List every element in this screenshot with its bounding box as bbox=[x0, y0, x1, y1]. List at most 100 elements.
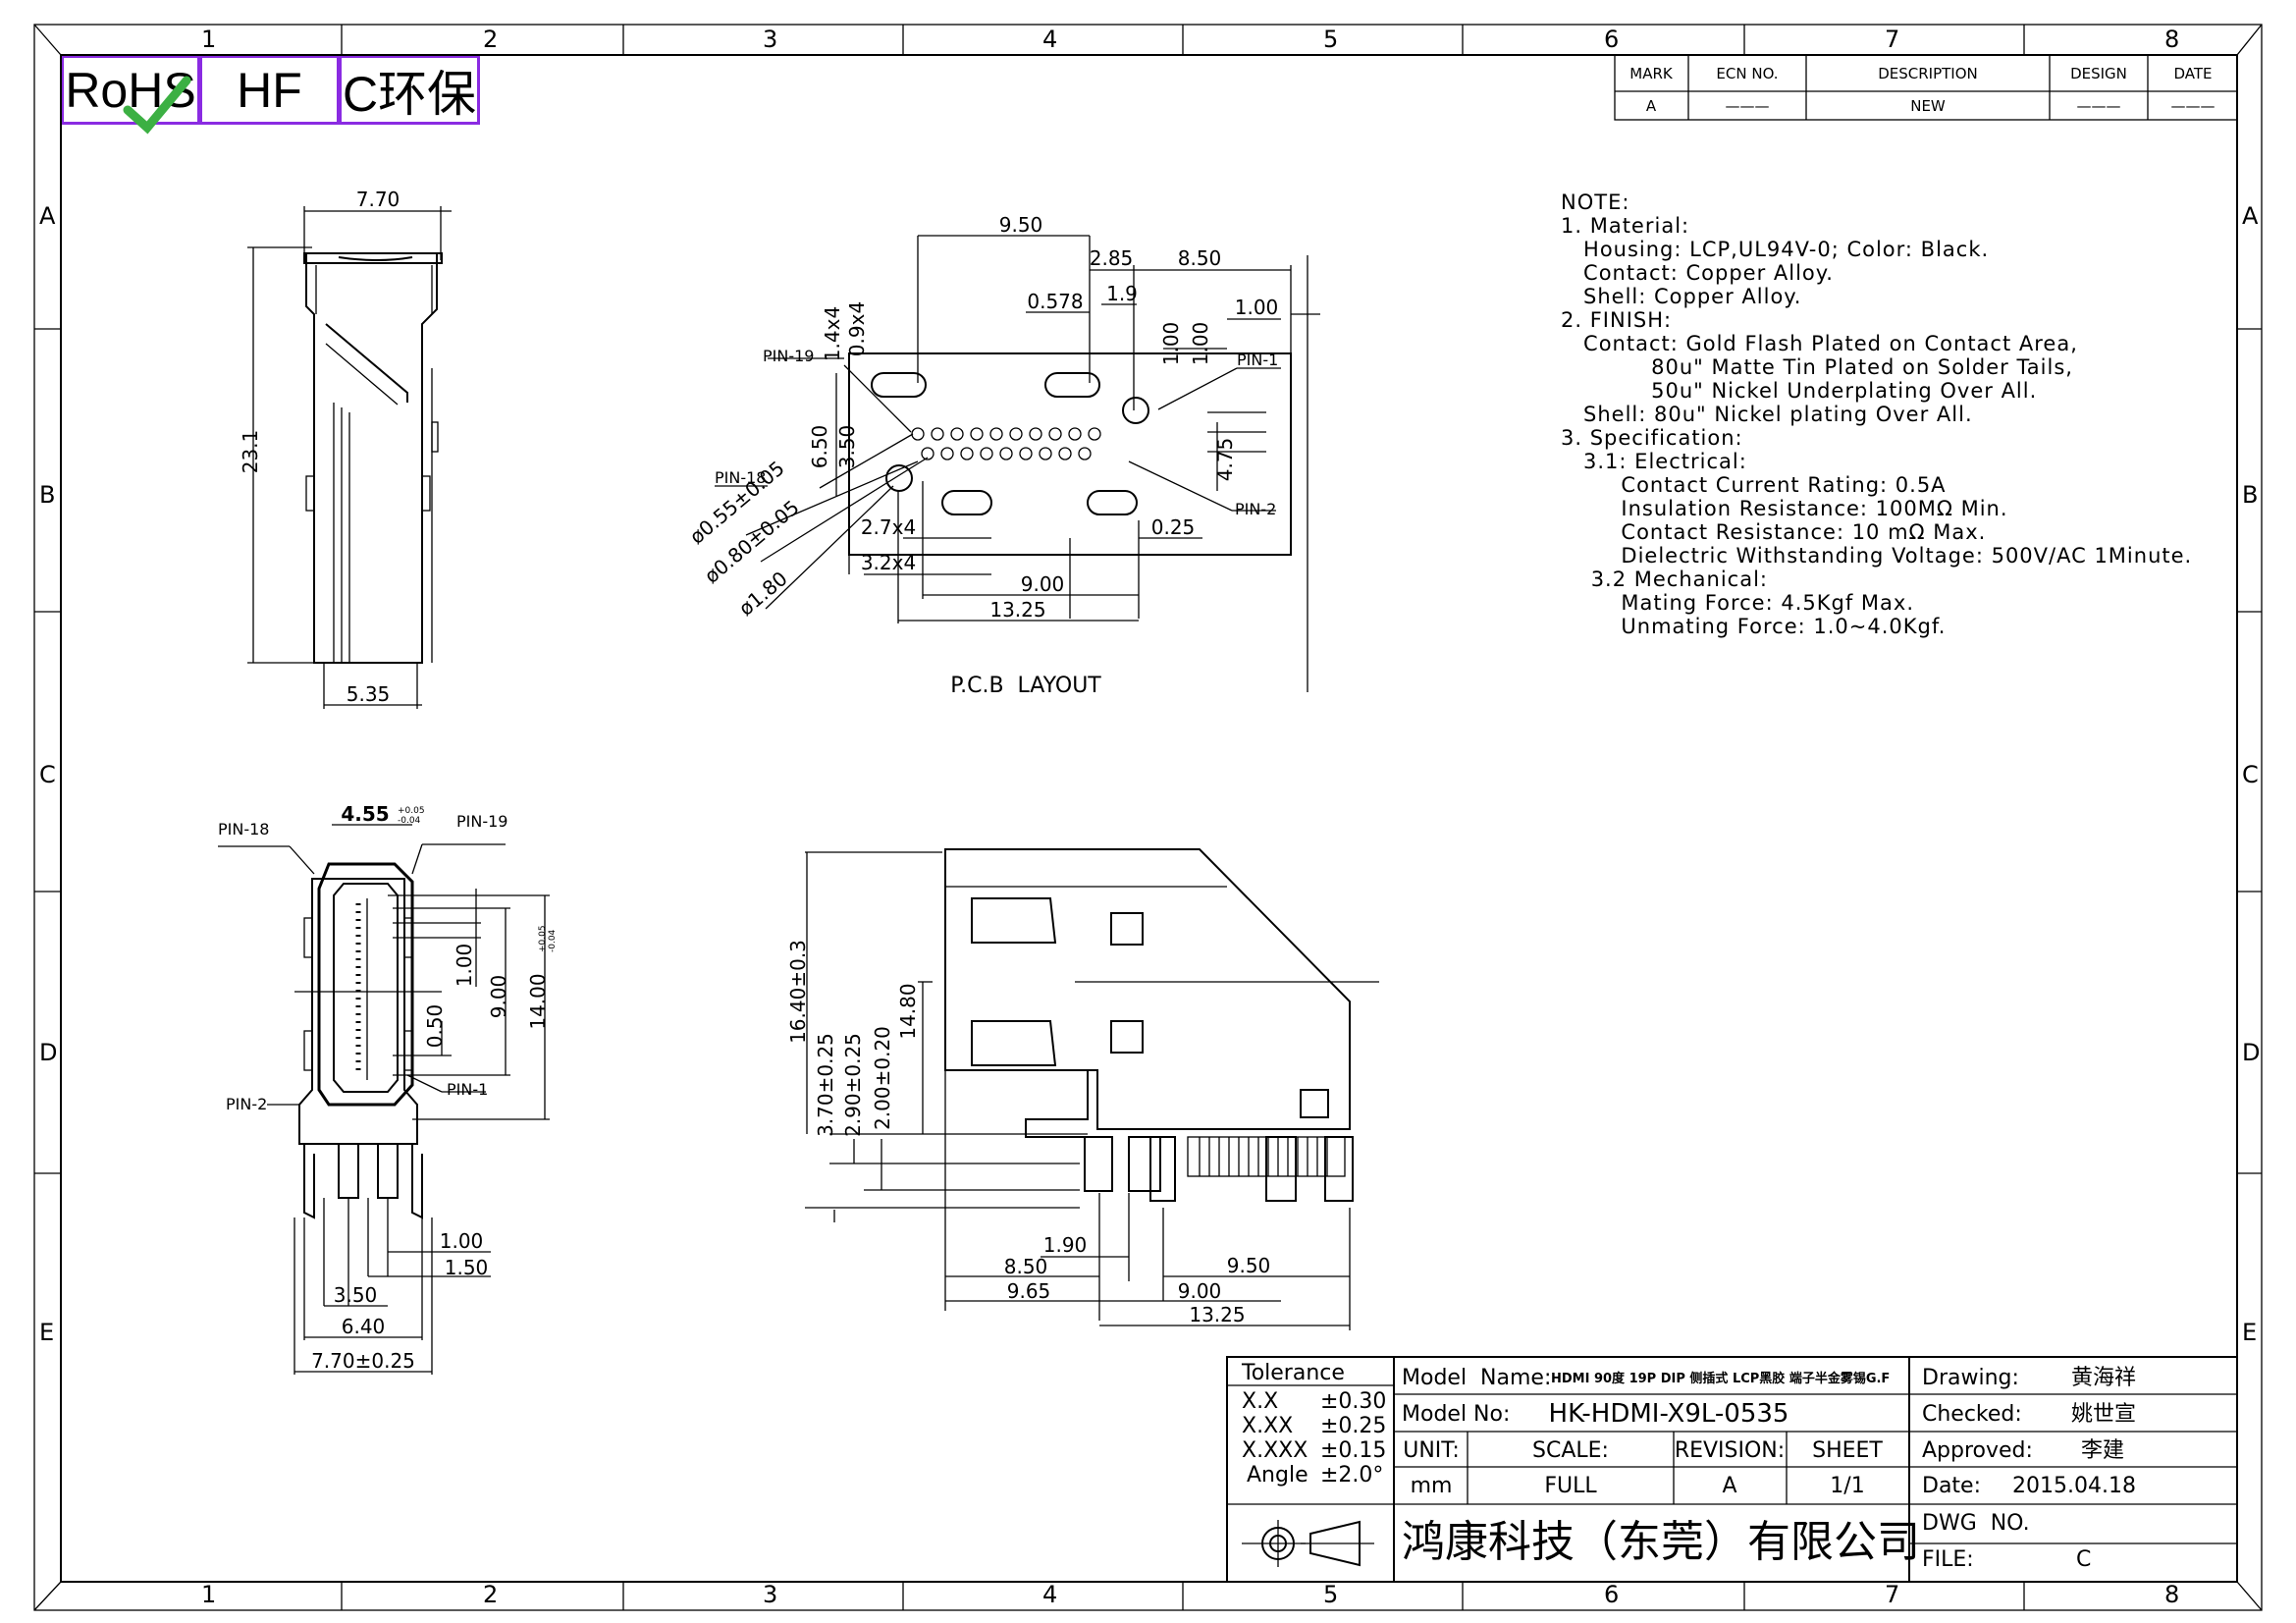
rev-desc: NEW bbox=[1910, 97, 1946, 115]
row-e-right: E bbox=[2242, 1319, 2257, 1346]
rev-header-date: DATE bbox=[2173, 65, 2212, 82]
note-line: Contact Current Rating: 0.5A bbox=[1561, 473, 1947, 497]
profile-dim-1-90: 1.90 bbox=[1043, 1233, 1088, 1257]
dim-5-35: 5.35 bbox=[347, 682, 391, 706]
row-a-right: A bbox=[2242, 202, 2259, 230]
profile-dim-2-90: 2.90±0.25 bbox=[841, 1033, 865, 1137]
rev-header-design: DESIGN bbox=[2070, 65, 2127, 82]
pcb-dim-1-4x4: 1.4x4 bbox=[821, 306, 844, 361]
col-1: 1 bbox=[201, 26, 216, 53]
note-line: 3. Specification: bbox=[1561, 426, 1743, 450]
rev-header-desc: DESCRIPTION bbox=[1878, 65, 1978, 82]
model-no-value: HK-HDMI-X9L-0535 bbox=[1549, 1399, 1789, 1429]
pcb-dim-2-7x4: 2.7x4 bbox=[861, 515, 916, 539]
note-line: Housing: LCP,UL94V-0; Color: Black. bbox=[1561, 238, 1989, 261]
pcb-pin-18: PIN-18 bbox=[715, 468, 766, 487]
pcb-dim-1-00-v2: 1.00 bbox=[1189, 322, 1212, 366]
col-7-bottom: 7 bbox=[1885, 1581, 1899, 1608]
col-3-bottom: 3 bbox=[763, 1581, 777, 1608]
profile-view: 16.40±0.3 3.70±0.25 2.90±0.25 2.00±0.20 … bbox=[786, 848, 1379, 1330]
front-pin-18: PIN-18 bbox=[218, 820, 269, 839]
pcb-dim-2-85: 2.85 bbox=[1090, 246, 1134, 270]
dim-23-1: 23.1 bbox=[239, 430, 262, 474]
side-view: 7.70 23.1 5.35 bbox=[239, 188, 452, 709]
profile-dim-9-65: 9.65 bbox=[1007, 1279, 1051, 1303]
rev-mark: A bbox=[1646, 97, 1657, 115]
row-c: C bbox=[39, 761, 56, 788]
checked-value: 姚世宣 bbox=[2071, 1402, 2136, 1427]
row-c-right: C bbox=[2242, 761, 2259, 788]
model-no-label: Model No: bbox=[1402, 1402, 1510, 1427]
col-6: 6 bbox=[1604, 26, 1619, 53]
revision-value: A bbox=[1722, 1474, 1736, 1498]
col-4-bottom: 4 bbox=[1042, 1581, 1057, 1608]
pcb-dim-4-75: 4.75 bbox=[1213, 438, 1237, 482]
company-name: 鸿康科技（东莞）有限公司 bbox=[1402, 1517, 1920, 1567]
eco-label: C环保 bbox=[342, 66, 477, 122]
tol-xxxx-label: X.XXX bbox=[1242, 1438, 1308, 1463]
checked-label: Checked: bbox=[1922, 1402, 2022, 1427]
dim-7-70: 7.70 bbox=[356, 188, 400, 211]
pcb-dim-3-2x4: 3.2x4 bbox=[861, 551, 916, 574]
sheet-label: SHEET bbox=[1812, 1438, 1883, 1463]
approved-value: 李建 bbox=[2081, 1438, 2124, 1463]
scale-label: SCALE: bbox=[1532, 1438, 1609, 1463]
front-view: 4.55 +0.05 -0.04 PIN-18 PIN-19 PIN-1 PIN… bbox=[218, 802, 558, 1375]
note-line: 80u" Matte Tin Plated on Solder Tails, bbox=[1561, 355, 2073, 379]
front-dim-4-55: 4.55 bbox=[341, 802, 389, 826]
front-dim-1-50: 1.50 bbox=[445, 1256, 489, 1279]
tol-xxx-label: X.XX bbox=[1242, 1414, 1293, 1438]
front-dim-1-00b: 1.00 bbox=[440, 1229, 484, 1253]
pcb-dim-1-00-v1: 1.00 bbox=[1159, 322, 1183, 366]
front-pin-2: PIN-2 bbox=[226, 1095, 267, 1113]
rev-date: ——— bbox=[2171, 97, 2216, 115]
note-line: Contact: Gold Flash Plated on Contact Ar… bbox=[1561, 332, 2078, 355]
profile-dim-9-50: 9.50 bbox=[1227, 1254, 1271, 1277]
col-5-bottom: 5 bbox=[1323, 1581, 1338, 1608]
pcb-dim-0-25: 0.25 bbox=[1151, 515, 1196, 539]
tol-angle-label: Angle bbox=[1247, 1463, 1308, 1488]
unit-value: mm bbox=[1411, 1474, 1453, 1498]
front-dim-9-00: 9.00 bbox=[487, 975, 510, 1019]
col-7: 7 bbox=[1885, 26, 1899, 53]
notes-block: NOTE: 1. Material: Housing: LCP,UL94V-0;… bbox=[1561, 190, 2192, 638]
revision-table: MARK ECN NO. DESCRIPTION DESIGN DATE A —… bbox=[1614, 54, 2238, 121]
front-dim-3-50: 3.50 bbox=[334, 1283, 378, 1307]
model-name-label: Model Name: bbox=[1402, 1366, 1551, 1390]
note-line: Contact: Copper Alloy. bbox=[1561, 261, 1834, 285]
note-line: Shell: 80u" Nickel plating Over All. bbox=[1561, 403, 1973, 426]
hf-badge: HF bbox=[199, 55, 340, 125]
tol-xxxx-value: ±0.15 bbox=[1320, 1438, 1386, 1463]
row-a: A bbox=[39, 202, 56, 230]
note-line: NOTE: bbox=[1561, 190, 1629, 214]
row-d: D bbox=[39, 1039, 57, 1066]
note-line: Dielectric Withstanding Voltage: 500V/AC… bbox=[1561, 544, 2192, 568]
pcb-dim-1-00: 1.00 bbox=[1235, 296, 1279, 319]
rev-design: ——— bbox=[2077, 97, 2121, 115]
hf-label: HF bbox=[237, 62, 302, 118]
note-line: 1. Material: bbox=[1561, 214, 1689, 238]
approved-label: Approved: bbox=[1922, 1438, 2033, 1463]
drawing-value: 黄海祥 bbox=[2071, 1366, 2136, 1390]
rev-ecn: ——— bbox=[1726, 97, 1770, 115]
profile-dim-3-70: 3.70±0.25 bbox=[814, 1033, 837, 1137]
pcb-dim-1-9: 1.9 bbox=[1106, 282, 1138, 305]
tol-angle-value: ±2.0° bbox=[1320, 1463, 1383, 1488]
drawing-frame: 1 2 3 4 5 6 7 8 1 2 3 4 5 6 7 8 A B C D … bbox=[33, 24, 2263, 1611]
note-line: Insulation Resistance: 100MΩ Min. bbox=[1561, 497, 2008, 520]
profile-dim-8-50: 8.50 bbox=[1004, 1255, 1048, 1278]
row-e: E bbox=[39, 1319, 54, 1346]
model-name-value: HDMI 90度 19P DIP 侧插式 LCP黑胶 端子半金雾锡G.F bbox=[1551, 1371, 1890, 1386]
pcb-dim-3-50: 3.50 bbox=[835, 425, 859, 469]
date-value: 2015.04.18 bbox=[2012, 1474, 2136, 1498]
row-d-right: D bbox=[2242, 1039, 2260, 1066]
profile-dim-2-00: 2.00±0.20 bbox=[871, 1026, 894, 1130]
tol-xx-value: ±0.30 bbox=[1320, 1389, 1386, 1414]
pcb-hole-1-80: ø1.80 bbox=[734, 567, 792, 621]
file-value: C bbox=[2076, 1547, 2091, 1572]
col-5: 5 bbox=[1323, 26, 1338, 53]
row-b-right: B bbox=[2242, 481, 2258, 509]
pcb-pin-19: PIN-19 bbox=[763, 347, 814, 365]
note-line: Unmating Force: 1.0~4.0Kgf. bbox=[1561, 615, 1946, 638]
